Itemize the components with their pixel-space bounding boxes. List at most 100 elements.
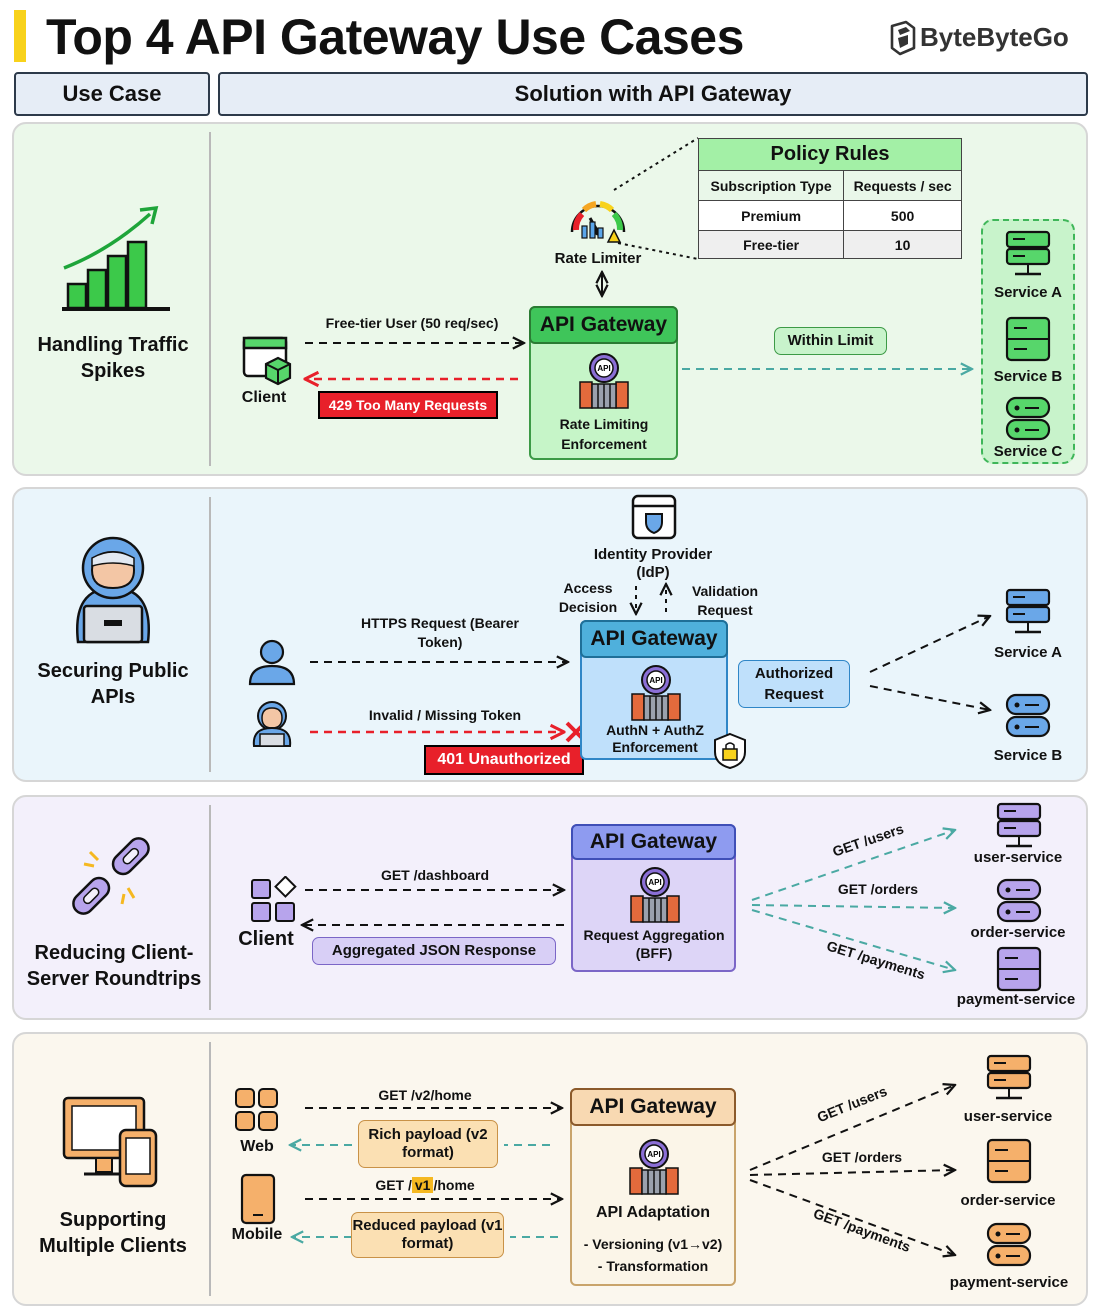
request-label: HTTPS Request (Bearer Token)	[361, 615, 519, 650]
bytebytego-logo-icon	[890, 20, 916, 56]
server-icon	[996, 878, 1042, 923]
web-request-label: GET /v2/home	[378, 1087, 472, 1103]
idp-label: Identity Provider (IdP)	[593, 546, 713, 581]
hacker-icon	[76, 536, 150, 644]
user-icon	[248, 639, 296, 686]
client-label: Client	[238, 928, 294, 950]
identity-provider-shield-icon	[631, 494, 677, 540]
api-gateway-title: API Gateway	[529, 306, 678, 344]
mobile-client-label: Mobile	[231, 1226, 283, 1243]
service-label: Service B	[993, 747, 1063, 764]
mobile-phone-icon	[240, 1173, 276, 1225]
use-case-securing-apis: Securing Public APIs	[37, 660, 189, 708]
error-401-badge: 401 Unauthorized	[424, 745, 584, 775]
route-label: GET /orders	[821, 1149, 903, 1165]
api-gateway-icon: API	[629, 1139, 679, 1195]
api-text: API	[647, 1150, 660, 1159]
api-gateway-auth: API Gateway API AuthN + AuthZ Enforcemen…	[580, 620, 728, 760]
service-label: payment-service	[949, 1274, 1069, 1291]
policy-cell: 500	[843, 200, 962, 231]
invalid-token-label: Invalid / Missing Token	[368, 707, 522, 723]
service-label: order-service	[960, 1192, 1056, 1209]
authorized-request-badge: Authorized Request	[738, 660, 850, 708]
server-icon	[996, 802, 1042, 848]
service-label: Service C	[993, 443, 1063, 460]
column-header-solution: Solution with API Gateway	[218, 72, 1088, 116]
api-gateway-adaptation: API Gateway API API Adaptation - Version…	[570, 1088, 736, 1286]
title-accent-bar	[14, 10, 26, 62]
route-label: GET /orders	[837, 881, 919, 897]
policy-cell: Premium	[697, 200, 845, 231]
server-icon	[1005, 316, 1051, 362]
server-icon	[1005, 693, 1051, 738]
within-limit-badge: Within Limit	[774, 327, 887, 355]
web-payload-badge: Rich payload (v2 format)	[358, 1120, 498, 1168]
client-label: Client	[241, 389, 287, 406]
api-gateway-icon: API	[579, 353, 629, 409]
panel-divider	[209, 805, 211, 1010]
transformation-label: - Transformation	[597, 1258, 709, 1274]
use-case-traffic-spikes: Handling Traffic Spikes	[37, 334, 189, 382]
client-window-icon	[242, 336, 292, 386]
service-label: payment-service	[956, 991, 1076, 1008]
error-429-badge: 429 Too Many Requests	[318, 391, 498, 419]
server-icon	[986, 1222, 1032, 1267]
server-icon	[986, 1138, 1032, 1184]
policy-rules-title: Policy Rules	[698, 138, 962, 171]
policy-header-subscription: Subscription Type	[697, 170, 845, 201]
gateway-body-label: Rate Limiting Enforcement	[559, 416, 649, 452]
service-label: Service A	[994, 284, 1062, 301]
server-icon	[1005, 396, 1051, 441]
gateway-body-label: AuthN + AuthZ Enforcement	[606, 722, 704, 755]
gateway-body-label: API Adaptation	[595, 1204, 711, 1221]
api-text: API	[649, 676, 662, 685]
service-label: Service B	[993, 368, 1063, 385]
desktop-and-phone-icon	[62, 1096, 158, 1188]
aggregated-response-badge: Aggregated JSON Response	[312, 937, 556, 965]
api-gateway-icon: API	[631, 665, 681, 721]
api-gateway-icon: API	[630, 867, 680, 923]
broken-chain-icon	[72, 837, 150, 915]
api-gateway-bff: API Gateway API Request Aggregation (BFF…	[571, 824, 736, 972]
server-icon	[1005, 588, 1051, 634]
lock-shield-icon	[714, 732, 746, 770]
panel-divider	[209, 132, 211, 466]
panel-divider	[209, 497, 211, 772]
mobile-request-prefix: GET /	[375, 1177, 412, 1193]
gateway-body-label: Request Aggregation (BFF)	[583, 927, 725, 961]
request-label: Free-tier User (50 req/sec)	[325, 315, 499, 331]
client-widgets-icon	[251, 876, 297, 922]
validation-request-label: Validation Request	[691, 583, 759, 618]
service-label: Service A	[994, 644, 1062, 661]
server-icon	[1005, 230, 1051, 276]
mobile-payload-badge: Reduced payload (v1 format)	[351, 1212, 504, 1258]
access-decision-label: Access Decision	[558, 580, 618, 615]
column-header-use-case: Use Case	[14, 72, 210, 116]
api-gateway-title: API Gateway	[570, 1088, 736, 1126]
service-label: order-service	[970, 924, 1066, 941]
policy-header-requests: Requests / sec	[843, 170, 962, 201]
api-gateway-rate-limiting: API Gateway API Rate Limiting Enforcemen…	[529, 306, 678, 460]
use-case-roundtrips: Reducing Client-Server Roundtrips	[26, 942, 202, 990]
api-text: API	[597, 364, 610, 373]
panel-divider	[209, 1042, 211, 1296]
mobile-request-version: v1	[411, 1177, 434, 1193]
server-icon	[996, 946, 1042, 992]
api-gateway-title: API Gateway	[580, 620, 728, 658]
api-text: API	[648, 878, 661, 887]
mobile-request-suffix: /home	[433, 1177, 475, 1193]
use-case-multiple-clients: Supporting Multiple Clients	[39, 1209, 187, 1257]
policy-rules-table: Policy Rules Subscription Type Requests …	[697, 138, 962, 259]
brand-logo: ByteByteGo	[886, 20, 1082, 56]
traffic-growth-chart-icon	[62, 205, 170, 311]
rate-limiter-label: Rate Limiter	[554, 250, 642, 267]
server-icon	[986, 1054, 1032, 1100]
mobile-request-label: GET /v1/home	[360, 1177, 490, 1193]
web-client-label: Web	[240, 1138, 274, 1155]
service-label: user-service	[963, 1108, 1053, 1125]
request-label: GET /dashboard	[380, 867, 490, 883]
policy-cell: Free-tier	[697, 230, 845, 259]
brand-name: ByteByteGo	[920, 22, 1069, 52]
web-apps-grid-icon	[235, 1088, 278, 1131]
